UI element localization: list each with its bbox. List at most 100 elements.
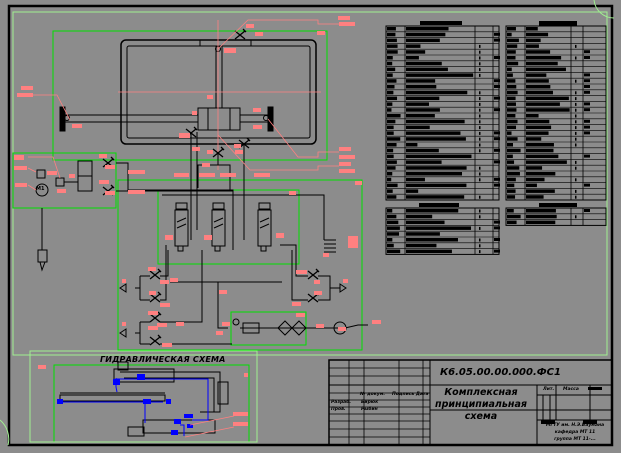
table-cell-text [575,195,577,199]
table-cell-text [387,56,393,60]
label-tag [244,373,248,377]
label-tag [199,173,215,177]
table-cell-text [406,114,435,118]
table-cell-text [387,189,393,193]
table-cell-text [479,137,481,141]
table-cell-text [575,44,577,48]
throttle-valve-icon [149,334,162,346]
table-cell-text [387,214,397,219]
label-tag [99,180,109,184]
table-cell-text [526,189,555,193]
table-cell-text [479,62,481,66]
label-tag [207,150,213,154]
label-tag [234,144,241,148]
table-cell-text [387,38,397,43]
table-cell-text [507,61,519,66]
label-tag [292,302,301,306]
label-tag [165,235,173,240]
table-cell-text [507,195,516,199]
table-cell-text [479,166,481,170]
table-cell-text [494,32,500,36]
pipe-line [160,250,169,277]
right-sensor [263,115,269,121]
label-tag [105,191,115,195]
document-name-line: Комплексная [444,387,518,398]
pipe-line [213,217,224,223]
hydraulic-port [137,374,145,380]
label-tag [314,291,322,295]
hydraulic-group-box [29,350,258,443]
table-title [539,21,577,26]
label-tag [339,155,355,159]
label-tag [317,31,325,35]
label-tag [105,165,115,169]
label-tag [338,327,346,331]
pipe-line [213,223,224,229]
table-cell-text [526,195,544,199]
throttle-valve-icon [149,291,162,303]
table-cell-text [507,32,512,37]
label-tag [222,322,230,326]
throttle-valve-icon [307,268,320,280]
label-tag [192,111,197,115]
table-cell-text [406,79,436,83]
pipe-line [160,250,203,323]
label-tag [47,171,57,175]
table-cell-text [526,67,566,72]
organization-line: кафедра МТ 11 [554,430,596,435]
table-cell-text [526,172,556,176]
table-cell-text [584,209,590,212]
table-cell-text [387,183,398,188]
title-fill [588,387,602,390]
valve-solenoid [212,202,225,210]
leader-line [28,156,61,179]
table-cell-text [526,90,553,95]
leader-line [267,118,339,158]
table-cell-text [507,177,516,182]
label-tag [289,191,296,195]
table-cell-text [575,131,577,135]
table-cell-text [387,226,400,230]
table-cell-text [526,73,547,77]
table-cell-text [387,238,393,242]
table-cell-text [406,32,446,37]
label-tag [339,22,355,26]
label-tag [148,326,158,330]
table-cell-text [406,143,418,147]
table-cell-text [387,44,398,48]
table-cell-text [406,189,419,193]
organization-line: группа МТ 11-... [554,437,596,442]
table-cell-text [526,96,569,101]
table-cell-text [494,38,500,42]
table-cell-text [479,178,481,182]
valve-solenoid [175,202,188,210]
table-cell-text [526,131,549,135]
table-cell-text [387,160,397,164]
label-tag [204,235,212,240]
table-cell-text [575,120,577,124]
title-block [328,359,613,446]
document-name-line: принципиальная [435,399,527,410]
table-cell-text [406,243,437,248]
table-cell-text [406,90,468,95]
pipe-line [259,217,270,223]
label-tag [220,173,236,177]
label-tag [160,303,170,307]
table-cell-text [387,148,394,153]
table-cell-text [584,50,590,54]
table-cell-text [387,232,400,236]
table-cell-text [584,131,590,135]
label-tag [128,170,145,174]
label-tag [219,290,227,294]
label-tag [174,173,189,177]
organization-line: МГТУ им. Н.Э.Баумана [545,423,605,428]
table-cell-text [507,38,519,43]
document-name: Комплексная принципиальная схема [428,387,534,423]
label-tag [176,322,184,326]
table-cell-text [526,61,558,66]
pipe-line [160,245,167,301]
table-cell-text [406,38,440,43]
table-cell-text [406,220,445,225]
